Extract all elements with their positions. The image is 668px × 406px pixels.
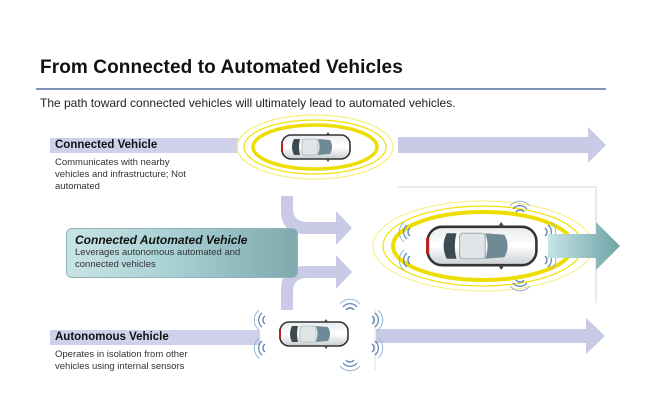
- connected-bar: [50, 138, 238, 153]
- description-line: Communicates with nearby: [55, 157, 170, 168]
- cav-output-arrow: [548, 222, 620, 270]
- description-line: connected vehicles: [75, 259, 156, 270]
- description-line: Leverages autonomous automated and: [75, 247, 241, 258]
- description-line: Operates in isolation from other: [55, 349, 188, 360]
- car-icon: [278, 318, 349, 350]
- connected-automated-vehicle-label: Connected Automated Vehicle: [75, 233, 248, 247]
- page-title: From Connected to Automated Vehicles: [40, 57, 403, 78]
- autonomous-vehicle-description: Operates in isolation from other vehicle…: [55, 349, 188, 373]
- connected-arrow: [398, 127, 606, 163]
- connected-vehicle-description: Communicates with nearby vehicles and in…: [55, 157, 186, 193]
- autonomous-vehicle-graphic: [253, 298, 384, 372]
- autonomous-arrow: [376, 318, 605, 354]
- curved-arrow-bottom: [281, 255, 352, 310]
- page-subtitle: The path toward connected vehicles will …: [40, 96, 456, 110]
- connected-vehicle-graphic: [236, 114, 394, 180]
- autonomous-vehicle-label: Autonomous Vehicle: [55, 331, 169, 343]
- connected-automated-vehicle-graphic: [372, 200, 620, 292]
- connected-vehicle-label: Connected Vehicle: [55, 139, 158, 151]
- description-line: vehicles using internal sensors: [55, 361, 185, 372]
- car-icon: [424, 220, 538, 272]
- car-icon: [280, 131, 351, 163]
- description-line: automated: [55, 181, 100, 192]
- title-divider: [36, 88, 606, 90]
- autonomous-bar: [50, 330, 260, 345]
- connected-automated-vehicle-description: Leverages autonomous automated and conne…: [75, 247, 289, 271]
- connected-automated-vehicle-box: Connected Automated Vehicle Leverages au…: [66, 228, 298, 278]
- curved-arrow-top: [281, 196, 352, 245]
- description-line: vehicles and infrastructure; Not: [55, 169, 186, 180]
